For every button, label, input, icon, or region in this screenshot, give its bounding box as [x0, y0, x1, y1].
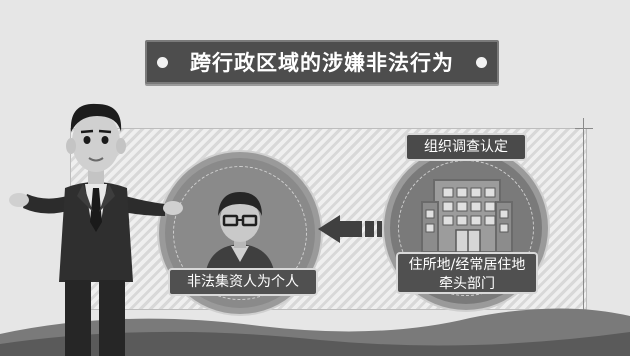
frame-horizontal-line: [575, 128, 593, 129]
arrow-segment: [377, 221, 382, 237]
banner-dot-left: [157, 57, 168, 68]
arrow-segment: [340, 221, 362, 237]
frame-vertical-line: [583, 118, 584, 318]
investigate-label: 组织调查认定: [405, 133, 527, 161]
title-banner: 跨行政区域的涉嫌非法行为: [145, 40, 499, 84]
page-title: 跨行政区域的涉嫌非法行为: [190, 51, 454, 75]
businessman-figure: [9, 103, 183, 356]
arrow-segment: [365, 221, 374, 237]
person-label: 非法集资人为个人: [168, 268, 318, 296]
person-circle-ring: [173, 166, 307, 300]
banner-dot-right: [476, 57, 487, 68]
office-building-icon: [421, 179, 513, 253]
residence-label: 住所地/经常居住地 牵头部门: [396, 252, 538, 294]
residence-label-line2: 牵头部门: [439, 276, 495, 292]
ground-hills: [0, 308, 630, 356]
residence-label-line1: 住所地/经常居住地: [408, 257, 526, 273]
arrow-left-icon: [318, 215, 340, 243]
